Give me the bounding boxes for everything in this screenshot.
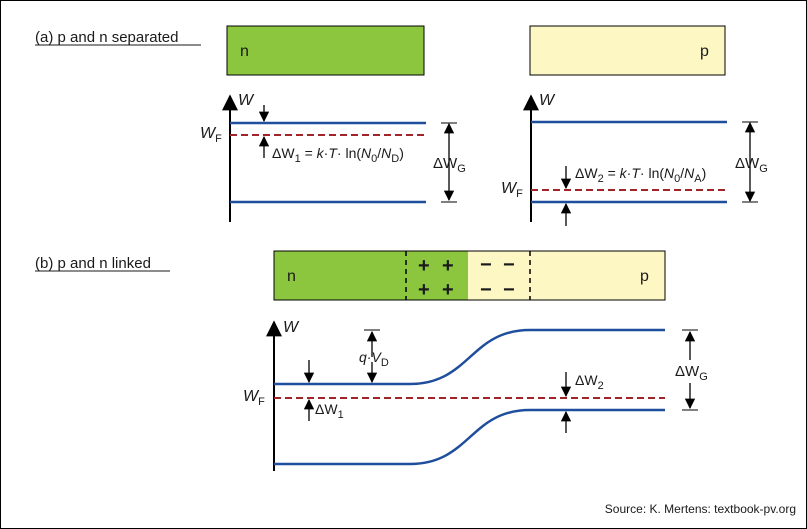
space-charge-plus: + [418,255,430,277]
dw2-linked-label: ΔW2 [575,372,604,392]
n-block-label: n [240,43,249,60]
dwg-linked-label: ΔWG [675,363,708,383]
n-block-separated [226,25,425,76]
p-region-linked [468,251,665,300]
dwg-label-n: ΔWG [433,155,466,175]
linked-block-border [273,250,666,301]
fermi-label-p: WF [501,180,523,200]
space-charge-minus: − [503,279,515,301]
part-a-title: (a) p and n separated [35,29,178,46]
space-charge-minus: − [480,279,492,301]
qvd-label: q·VD [359,349,389,369]
source-credit: Source: K. Mertens: textbook-pv.org [605,502,796,516]
valence-band-linked [274,408,665,466]
axis-label-w-n: W [238,92,255,109]
dwg-label-p: ΔWG [735,155,768,175]
dw2-equation: ΔW2 = k·T· ln(N0/NA) [575,165,706,185]
space-charge-plus: + [442,279,454,301]
conduction-band-linked [274,328,665,386]
space-charge-plus: + [418,279,430,301]
fermi-label-linked: WF [243,388,265,408]
p-label-linked: p [640,268,649,285]
n-label-linked: n [287,268,296,285]
dw1-equation: ΔW1 = k·T· ln(N0/ND) [272,145,404,165]
axis-label-w-p: W [539,92,556,109]
axis-label-w-linked: W [283,319,300,336]
p-block-label: p [700,43,709,60]
dw1-linked-label: ΔW1 [315,401,344,421]
space-charge-minus: − [480,254,492,276]
space-charge-minus: − [503,254,515,276]
p-block-separated [529,25,726,76]
space-charge-plus: + [442,255,454,277]
fermi-label-n: WF [200,125,222,145]
n-region-linked [274,251,468,300]
part-b-title: (b) p and n linked [35,255,151,272]
